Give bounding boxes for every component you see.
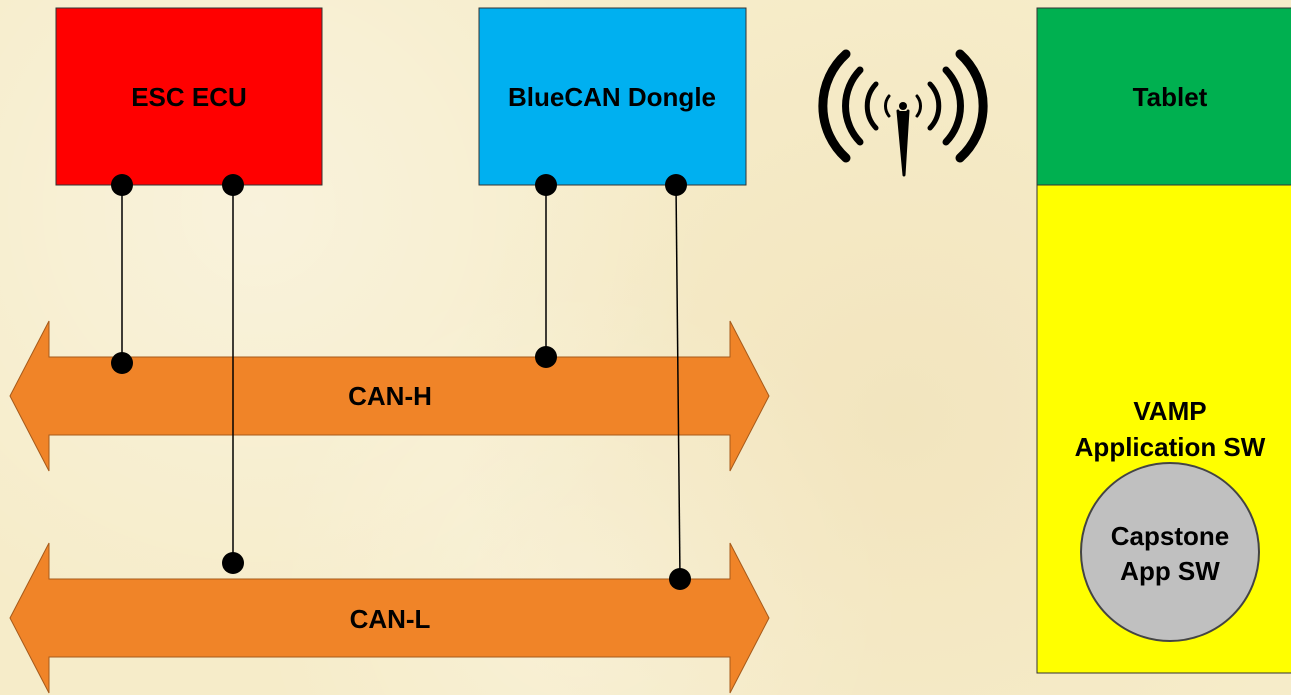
- bluecan-to-can-l-wire: [675, 184, 681, 580]
- esc-ecu-pin-h: [111, 174, 133, 196]
- esc-ecu-pin-l: [222, 174, 244, 196]
- can-h-bus: CAN-H: [9, 320, 770, 472]
- esc-ecu-can-l-junction: [222, 552, 244, 574]
- capstone-app-node: Capstone App SW: [1080, 462, 1260, 642]
- connection-wires: [121, 184, 681, 580]
- esc-ecu-node: ESC ECU: [55, 7, 323, 186]
- can-l-bus: CAN-L: [9, 542, 770, 694]
- bluecan-pin-l: [665, 174, 687, 196]
- bluecan-can-h-junction: [535, 346, 557, 368]
- bluecan-pin-h: [535, 174, 557, 196]
- bluecan-dongle-node: BlueCAN Dongle: [478, 7, 747, 186]
- capstone-label-line2: App SW: [1120, 556, 1220, 586]
- wireless-antenna-icon: [818, 49, 988, 177]
- bluecan-can-l-junction: [669, 568, 691, 590]
- esc-ecu-label: ESC ECU: [131, 82, 247, 112]
- vamp-label-line1: VAMP: [1133, 396, 1206, 426]
- capstone-label-line1: Capstone: [1111, 521, 1229, 551]
- can-h-label: CAN-H: [348, 381, 432, 411]
- esc-ecu-can-h-junction: [111, 352, 133, 374]
- vamp-label-line2: Application SW: [1075, 432, 1266, 462]
- bluecan-dongle-label: BlueCAN Dongle: [508, 82, 716, 112]
- can-l-label: CAN-L: [350, 604, 431, 634]
- tablet-label: Tablet: [1133, 82, 1208, 112]
- tablet-node: Tablet: [1036, 7, 1291, 186]
- connection-nodes: [111, 174, 691, 590]
